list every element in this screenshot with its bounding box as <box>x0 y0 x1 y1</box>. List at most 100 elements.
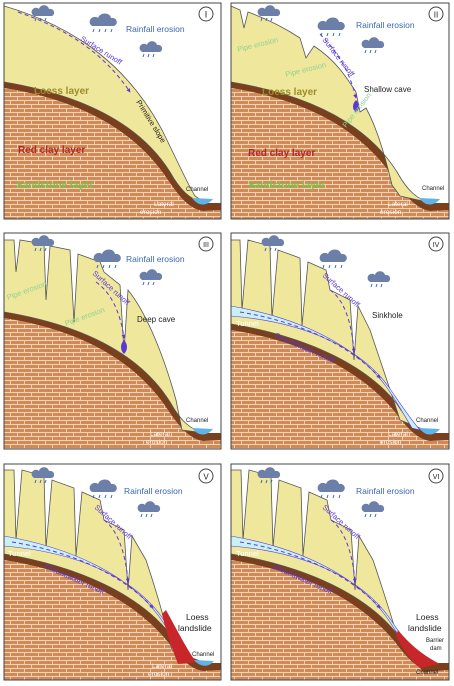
loess-body <box>4 239 206 434</box>
tunnel-label: Tunnel <box>236 549 259 558</box>
erosion-label: erosion <box>146 439 168 446</box>
rain-cloud-icon <box>317 17 345 37</box>
barrier-dam <box>420 664 446 672</box>
landslide-label: landslide <box>178 623 212 633</box>
rain-cloud-icon <box>139 41 163 58</box>
landslide-mass <box>396 630 440 668</box>
loess-body <box>231 5 433 204</box>
red-clay-body <box>4 318 221 449</box>
red-clay-layer-label: Red clay layer <box>248 148 315 159</box>
loess-layer-label: Loess layer <box>34 86 89 97</box>
channel-water <box>419 198 440 205</box>
rain-cloud-icon <box>139 269 163 286</box>
tunnel-label: Tunnel <box>8 549 31 558</box>
surface-runoff-arrow <box>329 289 356 353</box>
rainfall-erosion-label: Rainfall erosion <box>356 486 415 496</box>
panel-4-numeral: IV <box>428 236 444 252</box>
panel-2-numeral: II <box>428 6 444 22</box>
surface-runoff-arrow <box>330 519 357 583</box>
rain-cloud-icon <box>89 13 117 33</box>
rain-cloud-icon <box>93 249 121 269</box>
loess-label: Loess <box>186 612 209 622</box>
deep-cave-label: Deep cave <box>137 315 176 324</box>
sandstone-layer-label: Sandstone layer <box>16 180 93 191</box>
channel-water <box>192 198 213 205</box>
rain-cloud-icon <box>317 479 345 499</box>
panel-6-numeral: VI <box>428 468 444 484</box>
erosion-label: erosion <box>380 439 402 446</box>
rain-cloud-icon <box>137 501 161 518</box>
red-clay-body <box>231 330 449 449</box>
rain-cloud-icon <box>257 5 281 22</box>
shallow-cave-label: Shallow cave <box>364 85 412 94</box>
rain-cloud-icon <box>261 235 285 252</box>
channel-water <box>194 660 214 666</box>
rainfall-erosion-label: Rainfall erosion <box>356 20 415 30</box>
loess-label: Loess <box>416 612 439 622</box>
panel-1-numeral: I <box>198 6 214 22</box>
rain-cloud-icon <box>31 467 55 484</box>
red-clay-body <box>4 560 221 680</box>
red-clay-body <box>4 88 221 219</box>
loess-layer-label: Loess layer <box>262 87 317 98</box>
tunnel-label: Tunnel <box>236 319 259 328</box>
panel-5-numeral: V <box>198 468 214 484</box>
rain-cloud-icon <box>361 37 385 54</box>
groundwater-arrow <box>11 541 154 609</box>
lateral-label: Lateral <box>154 201 174 208</box>
lateral-label: Lateral <box>152 663 172 670</box>
panel-3-numeral: III <box>198 236 214 252</box>
landslide-mass <box>162 610 196 664</box>
rain-cloud-icon <box>31 235 55 252</box>
dam-label: dam <box>430 646 442 652</box>
panel-3 <box>4 233 221 449</box>
rain-cloud-icon <box>89 479 117 499</box>
rainfall-erosion-label: Rainfall erosion <box>126 254 185 264</box>
deep-cave <box>121 340 127 354</box>
lateral-label: Lateral <box>150 431 170 438</box>
panel-6 <box>231 464 449 680</box>
svg-text:VI: VI <box>433 474 440 481</box>
svg-text:III: III <box>203 242 209 249</box>
panel-1 <box>4 3 221 219</box>
rain-cloud-icon <box>367 271 391 288</box>
channel-label: Channel <box>422 186 444 192</box>
sinkhole-label: Sinkhole <box>372 311 403 320</box>
svg-text:IV: IV <box>433 242 440 249</box>
rain-cloud-icon <box>31 5 55 22</box>
red-clay-body <box>231 560 449 680</box>
surface-runoff-arrow <box>17 11 131 93</box>
surface-runoff-arrow <box>103 519 130 583</box>
rainfall-erosion-label: Rainfall erosion <box>126 24 185 34</box>
groundwater-arrow <box>239 311 381 379</box>
svg-text:I: I <box>205 10 208 20</box>
svg-text:V: V <box>203 473 209 482</box>
channel-water <box>192 428 213 435</box>
channel-label: Channel <box>416 670 438 676</box>
lateral-label: Lateral <box>388 431 408 438</box>
shallow-cave <box>353 100 359 112</box>
landslide-label: landslide <box>408 623 442 633</box>
lateral-label: Lateral <box>388 201 408 208</box>
channel-label: Channel <box>416 418 438 424</box>
channel-label: Channel <box>192 652 214 658</box>
red-clay-layer-label: Red clay layer <box>18 145 85 156</box>
rain-cloud-icon <box>319 249 347 269</box>
panel-4 <box>231 233 449 449</box>
rainfall-erosion-label: Rainfall erosion <box>124 486 183 496</box>
sandstone-layer-label: Sandstone layer <box>248 180 325 191</box>
rain-cloud-icon <box>257 467 281 484</box>
panel-2 <box>231 3 449 219</box>
surface-runoff-arrow <box>319 33 358 99</box>
erosion-label: erosion <box>140 209 162 216</box>
channel-water <box>419 428 440 435</box>
surface-runoff-arrow <box>95 281 126 339</box>
erosion-label: erosion <box>380 209 402 216</box>
barrier-label: Barrier <box>426 638 444 644</box>
channel-label: Channel <box>186 418 208 424</box>
erosion-label: erosion <box>148 671 170 678</box>
rain-cloud-icon <box>361 501 385 518</box>
groundwater-arrow <box>239 541 381 609</box>
